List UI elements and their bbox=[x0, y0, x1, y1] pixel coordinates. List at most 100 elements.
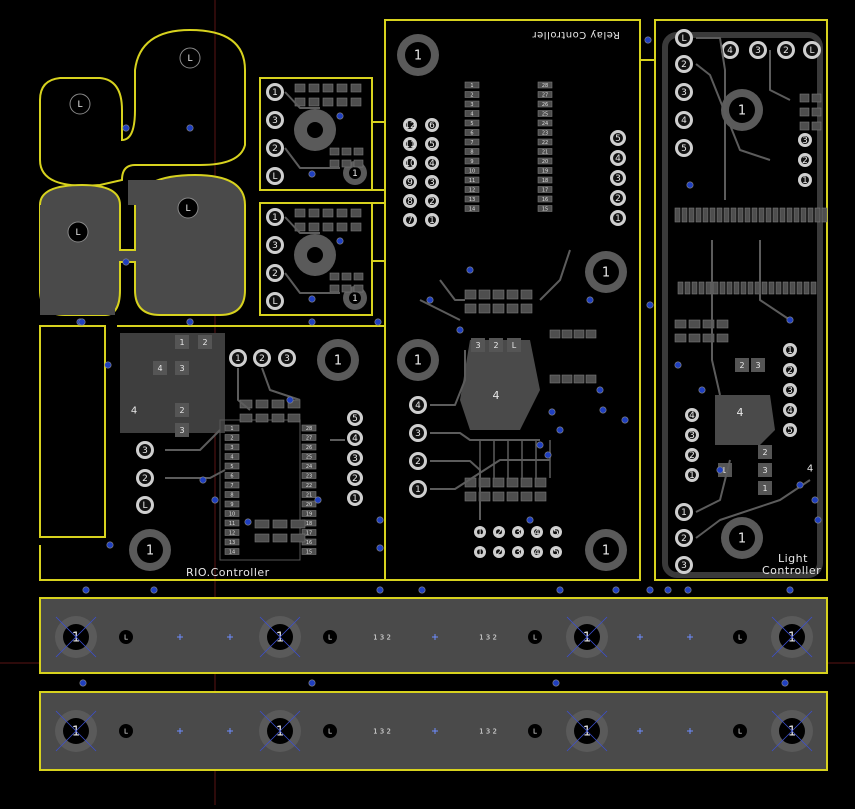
blob-terminal[interactable] bbox=[179, 47, 201, 69]
via bbox=[374, 318, 382, 326]
io-zone-pad-label: 3 bbox=[179, 426, 184, 435]
strip-bottom-mount-3-label: 1 bbox=[583, 725, 591, 740]
light-conn-right-1-drill bbox=[801, 156, 809, 164]
smd-pad bbox=[287, 399, 301, 409]
light-conn-bottom-0-drill bbox=[678, 506, 690, 518]
ratsnest bbox=[566, 616, 608, 658]
smd-pad bbox=[301, 424, 317, 432]
io-ic-pin-left: 9 bbox=[230, 502, 233, 508]
relay-bottom-pad-a-0-label: 1 bbox=[477, 528, 483, 538]
via bbox=[122, 124, 130, 132]
strip-bottom-small-terminal[interactable] bbox=[323, 724, 337, 738]
light-conn-right2-0-label: 1 bbox=[787, 346, 793, 356]
smd-pad bbox=[341, 147, 352, 156]
smd-pad bbox=[573, 329, 585, 339]
strip-bottom-small-terminal[interactable] bbox=[733, 724, 747, 738]
io-ic-pin-right: 15 bbox=[306, 549, 312, 555]
relay-side-b-2-drill bbox=[428, 159, 436, 167]
light-ic2-label: 4 bbox=[807, 464, 813, 475]
light-conn-mid-2-drill bbox=[688, 451, 696, 459]
smd-pad bbox=[492, 289, 505, 300]
smd-pad bbox=[695, 207, 702, 223]
smd-pad bbox=[561, 329, 573, 339]
light-reg-pad-label: 3 bbox=[755, 361, 760, 370]
relay-ic-pin-right: 27 bbox=[542, 92, 548, 98]
light-conn-bottom-2-label: 3 bbox=[681, 561, 687, 571]
relay-ic-pin-left: 6 bbox=[470, 130, 473, 136]
io-conn-b-0-drill bbox=[232, 352, 244, 364]
blob-terminal[interactable] bbox=[67, 221, 89, 243]
blob-terminal[interactable] bbox=[177, 197, 199, 219]
light-controller-board[interactable] bbox=[654, 19, 828, 581]
track bbox=[284, 147, 340, 169]
light-conn-right2-1-label: 2 bbox=[787, 366, 793, 376]
smd-pad bbox=[688, 333, 701, 343]
relay-ic-pin-right: 25 bbox=[542, 111, 548, 117]
power-blob-board[interactable] bbox=[39, 28, 246, 316]
relay-bottom-pad-a-2-label: 3 bbox=[515, 528, 521, 538]
via bbox=[308, 295, 316, 303]
smd-pad bbox=[796, 281, 803, 295]
relay-ic-pin-right: 18 bbox=[542, 178, 548, 184]
smd-pad bbox=[814, 207, 821, 223]
blob-terminal[interactable] bbox=[69, 93, 91, 115]
relay-side-b-0-label: 6 bbox=[429, 121, 435, 131]
strip-bottom-small-terminal-label: L bbox=[124, 727, 128, 735]
io-conn-a-1-label: 2 bbox=[142, 474, 148, 484]
strip-top-small-terminal[interactable] bbox=[528, 630, 542, 644]
smd-pad bbox=[224, 462, 240, 470]
via bbox=[79, 679, 87, 687]
strip-top-small-terminal[interactable] bbox=[119, 630, 133, 644]
relay-side-b-4-drill bbox=[428, 197, 436, 205]
smd-pad bbox=[573, 374, 585, 384]
smd-pad bbox=[537, 148, 553, 155]
strip-bottom-mount-2-label: 1 bbox=[276, 725, 284, 740]
strip-top-small-terminal[interactable] bbox=[323, 630, 337, 644]
relay-controller-board[interactable] bbox=[384, 19, 655, 581]
smd-pad bbox=[520, 491, 533, 502]
relay-side-b-1-label: 5 bbox=[429, 140, 435, 150]
strip-bottom-pin-group-2: 1 3 2 bbox=[479, 727, 497, 735]
driver-bottom-aux-hole bbox=[349, 292, 361, 304]
strip-bottom-small-terminal[interactable] bbox=[119, 724, 133, 738]
strip-top-small-terminal[interactable] bbox=[733, 630, 747, 644]
strip-top-pin-group-2: 1 3 2 bbox=[479, 633, 497, 641]
track bbox=[430, 350, 466, 406]
smd-pad bbox=[799, 93, 810, 103]
via bbox=[596, 386, 604, 394]
bottom-strip-top[interactable] bbox=[39, 597, 828, 674]
smd-pad bbox=[688, 319, 701, 329]
smd-pad bbox=[492, 491, 505, 502]
relay-bottom-pad-a-1-label: 2 bbox=[496, 528, 502, 538]
via bbox=[426, 296, 434, 304]
relay-ic-pin-right: 20 bbox=[542, 159, 548, 165]
relay-side-a-4-label: 8 bbox=[407, 197, 413, 207]
io-mount-1-hole bbox=[325, 347, 351, 373]
strip-bottom-small-terminal[interactable] bbox=[528, 724, 542, 738]
relay-ic-pin-left: 5 bbox=[470, 121, 473, 127]
smd-pad bbox=[254, 519, 270, 529]
light-conn-top-2-drill bbox=[780, 44, 792, 56]
relay-side-a-1-drill bbox=[406, 140, 414, 148]
io-conn-c-4-label: 1 bbox=[352, 494, 358, 504]
light-conn-right2-3-drill bbox=[786, 406, 794, 414]
smd-pad bbox=[709, 207, 716, 223]
io-mount-1-label: 1 bbox=[334, 354, 342, 369]
light-conn-left-0-label: L bbox=[681, 34, 686, 44]
strip-top-mount-1-label: 1 bbox=[72, 631, 80, 646]
driver-bottom-pad-3-drill bbox=[269, 295, 281, 307]
relay-bottom-pad-b-0-drill bbox=[477, 549, 483, 555]
io-controller-board[interactable] bbox=[39, 325, 386, 581]
light-conn-mid-0-label: 4 bbox=[689, 411, 695, 421]
smd-pad bbox=[674, 319, 687, 329]
strip-top-mount-2-label: 1 bbox=[276, 631, 284, 646]
via bbox=[536, 441, 544, 449]
relay-copper-pour bbox=[460, 340, 540, 430]
strip-bottom-mount-1-label: 1 bbox=[72, 725, 80, 740]
relay-conn-right-4-drill bbox=[613, 213, 623, 223]
light-reg-pad-label: 1 bbox=[762, 484, 767, 493]
driver-bottom-pad-1-label: 3 bbox=[272, 241, 278, 251]
smd-pad bbox=[464, 110, 480, 117]
